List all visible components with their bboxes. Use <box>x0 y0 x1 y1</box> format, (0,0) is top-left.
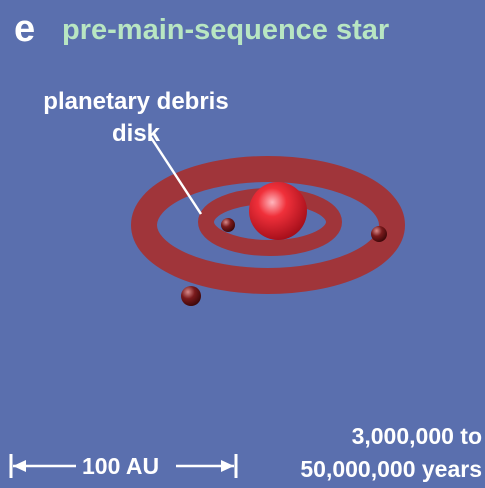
planet-right <box>371 226 387 242</box>
age-label-line2: 50,000,000 years <box>300 456 482 482</box>
age-label-line1: 3,000,000 to <box>351 423 482 449</box>
scale-bar-label: 100 AU <box>82 453 160 479</box>
scale-bar-left-arrowhead <box>13 460 26 472</box>
planet-outer <box>181 286 201 306</box>
scale-bar-right-arrowhead <box>221 460 234 472</box>
planet-inner-left <box>221 218 235 232</box>
disk-pointer-line <box>148 135 203 215</box>
panel-title: pre-main-sequence star <box>62 14 390 46</box>
panel-letter: e <box>14 8 36 50</box>
central-star <box>249 182 307 240</box>
scale-bar <box>9 454 238 478</box>
debris-disk-label-line2: disk <box>111 120 161 147</box>
debris-disk-label: planetary debris disk <box>20 86 252 150</box>
age-label: 3,000,000 to 50,000,000 years <box>262 420 482 486</box>
outer-debris-ring <box>131 156 405 294</box>
debris-disk-label-line1: planetary debris <box>43 88 229 115</box>
